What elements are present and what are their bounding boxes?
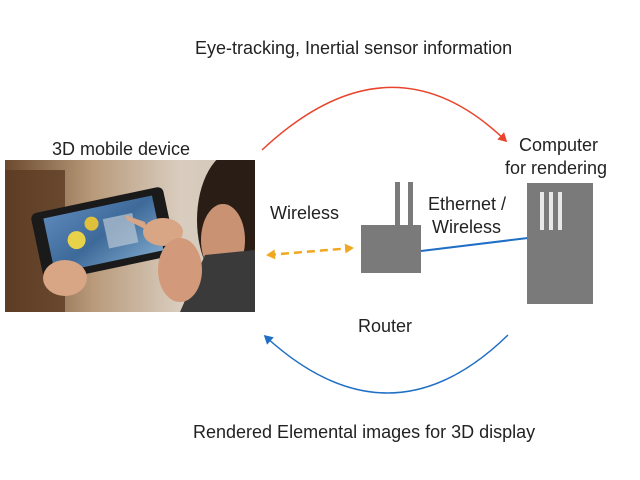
ethernet-label-line2: Wireless — [432, 217, 502, 237]
wireless-label: Wireless — [270, 203, 340, 223]
computer-tower-icon — [527, 183, 593, 304]
person-holding-device-icon — [5, 160, 255, 312]
rendered-images-arrow — [263, 334, 509, 394]
ethernet-label-line1: Ethernet / — [428, 194, 507, 214]
ethernet-link-line — [420, 237, 529, 252]
mobile-device-photo — [5, 160, 255, 312]
router-icon — [361, 182, 421, 273]
computer-label-line2: for rendering — [505, 158, 608, 178]
rendered-images-label: Rendered Elemental images for 3D display — [193, 422, 536, 442]
sensor-info-label: Eye-tracking, Inertial sensor informatio… — [195, 38, 513, 58]
wireless-link-arrow — [266, 243, 354, 260]
router-label: Router — [358, 316, 413, 336]
mobile-device-label: 3D mobile device — [52, 139, 191, 159]
sensor-info-arrow — [261, 86, 508, 151]
computer-label-line1: Computer — [519, 135, 599, 155]
